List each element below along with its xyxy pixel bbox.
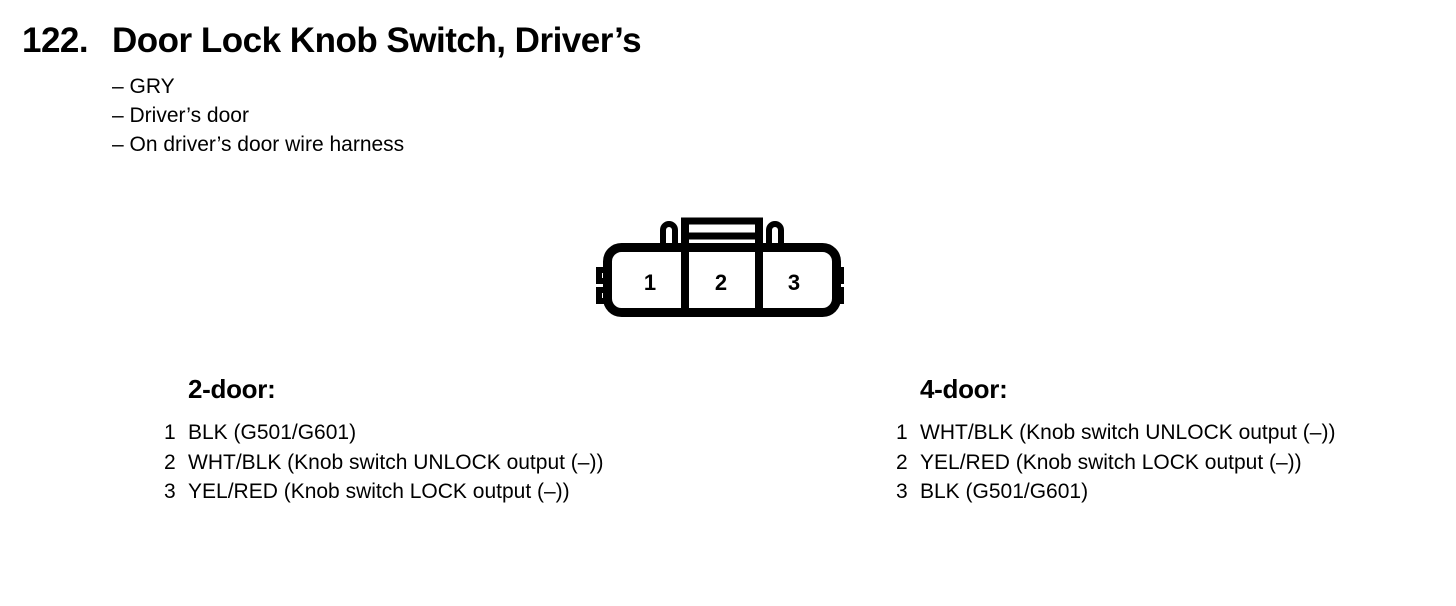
pin-description: YEL/RED (Knob switch LOCK output (–)) (188, 480, 570, 503)
pin-row: 3 YEL/RED (Knob switch LOCK output (–)) (164, 477, 603, 507)
pin-row: 2 YEL/RED (Knob switch LOCK output (–)) (896, 448, 1335, 478)
connector-body (603, 243, 841, 317)
pin-number: 1 (164, 421, 176, 444)
pin-row: 1 BLK (G501/G601) (164, 418, 603, 448)
connector-drawing: 1 2 3 (596, 217, 844, 317)
pin-description: WHT/BLK (Knob switch UNLOCK output (–)) (188, 450, 604, 474)
section-2-door: 2-door: 1 BLK (G501/G601) 2 WHT/BLK (Kno… (164, 374, 603, 507)
bullet-item: – GRY (112, 75, 175, 98)
pin-number: 3 (896, 480, 908, 503)
section-heading-4door: 4-door: (920, 374, 1008, 404)
pin-number: 2 (896, 450, 908, 474)
pin-description: BLK (G501/G601) (920, 480, 1089, 503)
pin-cavity-3: 3 (788, 270, 800, 295)
bullet-item: – On driver’s door wire harness (112, 133, 405, 156)
item-number: 122. (22, 21, 89, 60)
page-title: 122. Door Lock Knob Switch, Driver’s (22, 21, 642, 60)
section-4-door: 4-door: 1 WHT/BLK (Knob switch UNLOCK ou… (896, 374, 1335, 507)
pin-cavity-1: 1 (644, 270, 656, 295)
pin-number: 2 (164, 450, 176, 474)
pin-row: 3 BLK (G501/G601) (896, 477, 1335, 507)
pin-number: 3 (164, 480, 176, 503)
pin-row: 2 WHT/BLK (Knob switch UNLOCK output (–)… (164, 448, 603, 478)
pin-description: YEL/RED (Knob switch LOCK output (–)) (920, 450, 1302, 474)
right-tab (766, 221, 784, 248)
item-title: Door Lock Knob Switch, Driver’s (112, 21, 642, 60)
section-heading-2door: 2-door: (188, 374, 276, 404)
pin-description: BLK (G501/G601) (188, 421, 357, 444)
pin-list-2door: 1 BLK (G501/G601) 2 WHT/BLK (Knob switch… (164, 418, 603, 507)
pin-list-4door: 1 WHT/BLK (Knob switch UNLOCK output (–)… (896, 418, 1335, 507)
pin-row: 1 WHT/BLK (Knob switch UNLOCK output (–)… (896, 418, 1335, 448)
pin-cavity-2: 2 (715, 270, 727, 295)
bullet-list: – GRY – Driver’s door – On driver’s door… (112, 72, 404, 159)
connector-diagram: 1 2 3 (585, 212, 855, 325)
pin-number: 1 (896, 421, 908, 444)
pin-description: WHT/BLK (Knob switch UNLOCK output (–)) (920, 421, 1336, 444)
left-tab (660, 221, 678, 248)
bullet-item: – Driver’s door (112, 104, 249, 127)
